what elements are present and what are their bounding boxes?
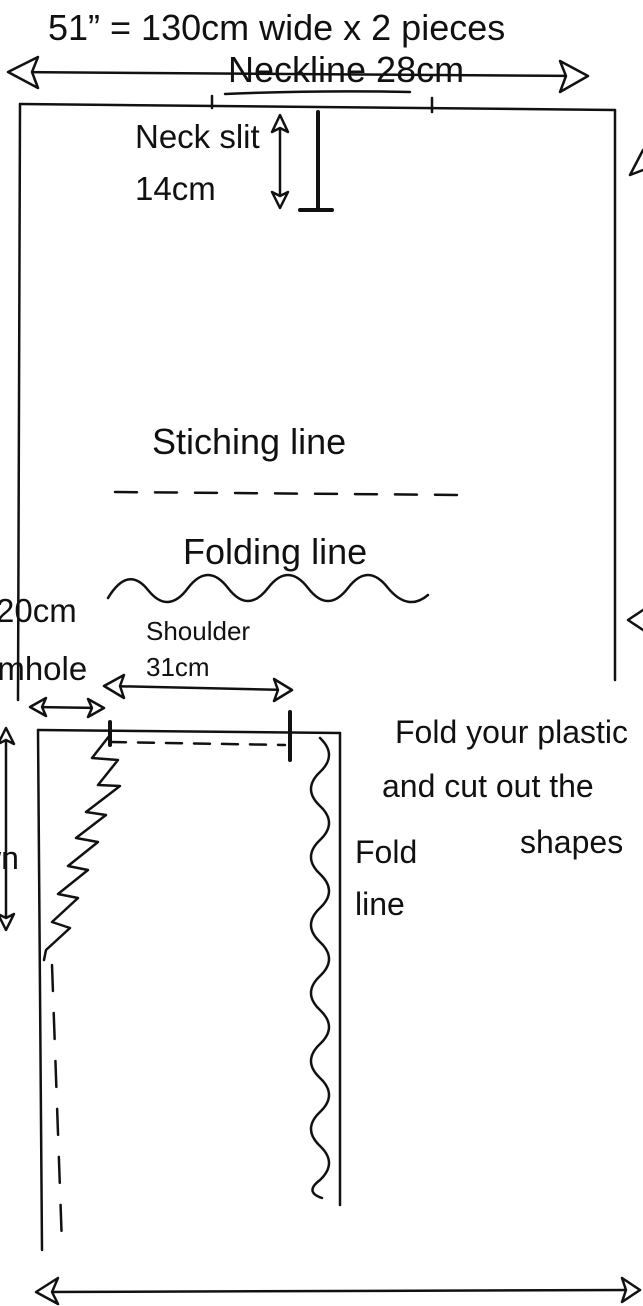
zigzag-cut-line [42,733,122,962]
instruction-line-1: Fold your plastic [395,714,628,750]
armhole-arrow [28,696,106,719]
neckline-label: Neckline 28cm [228,49,465,90]
instruction-line-3: shapes [520,824,624,860]
down-label: wn [0,840,19,876]
shoulder-arrow [102,673,294,703]
instruction-line-2: and cut out the [382,768,594,804]
folding-wavy-line [106,573,430,604]
width-header-label: 51” = 130cm wide x 2 pieces [48,7,506,48]
right-height-arrow [626,148,643,632]
top-panel-outline [16,90,617,702]
stitching-dashed-line [113,490,462,497]
neck-slit-label: Neck slit [135,118,260,155]
armhole-label: armhole [0,650,88,687]
neck-slit-measure: 14cm [135,170,216,207]
fold-label: Fold [355,834,418,870]
vertical-fold-wavy-line [309,736,331,1200]
folding-line-label: Folding line [183,531,368,572]
stitching-line-label: Stiching line [152,421,347,462]
left-down-arrow [0,726,16,932]
armhole-measure: 20cm [0,592,77,629]
fold-line-label: line [355,886,405,922]
top-width-arrow [6,55,590,94]
shoulder-label: Shoulder [146,616,251,646]
shoulder-measure: 31cm [146,652,210,682]
side-dashed-line [50,963,64,1247]
neck-slit-marker [270,110,334,212]
bottom-panel-outline [36,710,342,1252]
bottom-width-arrow [34,1276,642,1306]
